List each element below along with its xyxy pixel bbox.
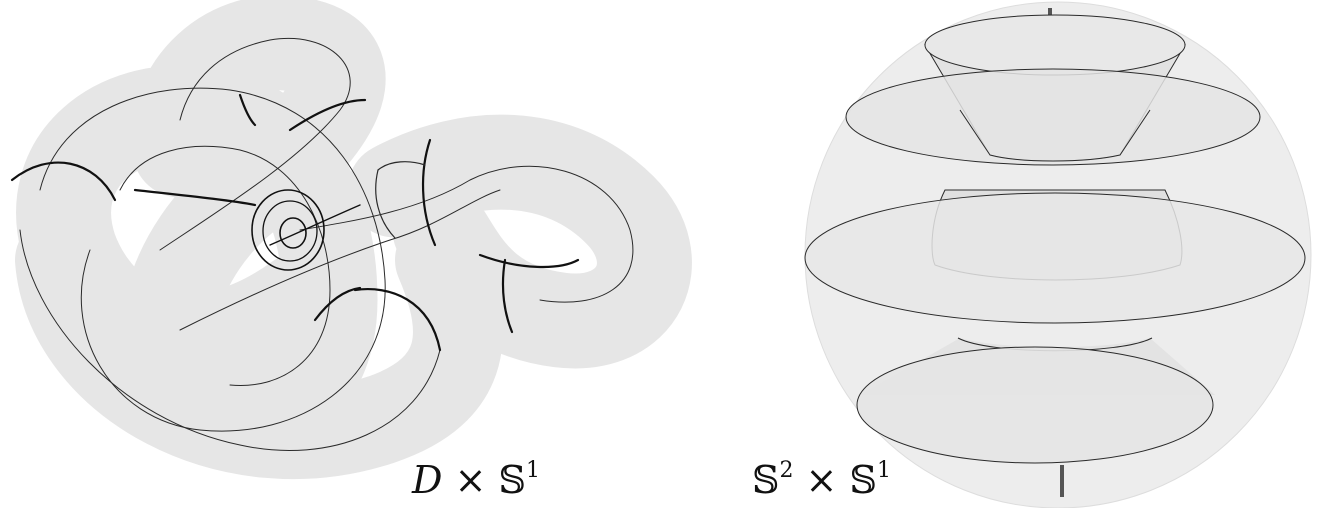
tube-core-line <box>39 87 386 432</box>
meridian-bottom-2 <box>313 286 362 322</box>
label-right-base-exponent: 2 <box>779 458 794 483</box>
lower-disc <box>856 346 1214 464</box>
tube-core-line-3 <box>159 38 351 251</box>
tube-core-line-6 <box>19 229 441 452</box>
tube-core-line-4 <box>299 165 634 303</box>
label-left-base: D <box>412 458 443 502</box>
meridian-left <box>10 161 117 202</box>
meridian-far-right-2 <box>501 258 514 334</box>
label-left-factor: 𝕊 <box>498 458 526 502</box>
label-right-exponent: 1 <box>876 458 891 483</box>
upper-disc <box>845 68 1261 166</box>
meridian-mid <box>133 188 257 207</box>
sphere-figure <box>804 1 1312 508</box>
tube-core-line-2 <box>119 145 331 387</box>
meridian-bottom <box>353 288 442 352</box>
label-right-base: 𝕊 <box>752 458 780 502</box>
meridian-top <box>238 93 257 127</box>
label-disk-times-circle: D × 𝕊1 <box>412 458 540 502</box>
disk-ring-inner <box>279 217 307 249</box>
tube-body-lower <box>15 215 503 480</box>
collar-1 <box>375 169 396 239</box>
label-sphere-times-circle: 𝕊2 × 𝕊1 <box>752 458 891 502</box>
disk-ring-outer <box>251 189 325 271</box>
middle-disc <box>804 192 1306 324</box>
disk-axis <box>269 204 361 246</box>
top-cup-lower <box>959 109 1151 162</box>
label-left-exponent: 1 <box>525 458 540 483</box>
meridian-upper <box>288 98 367 132</box>
label-left-times: × <box>454 458 487 502</box>
disk-ring-mid <box>262 200 318 262</box>
knotted-solid-torus <box>10 0 692 480</box>
meridian-right <box>421 138 437 247</box>
collar-2 <box>377 161 426 171</box>
tube-core-line-5 <box>179 189 501 331</box>
label-right-times: × <box>805 458 838 502</box>
meridian-far-right <box>478 253 580 269</box>
top-cup-rim <box>924 14 1186 76</box>
label-right-factor: 𝕊 <box>849 458 877 502</box>
